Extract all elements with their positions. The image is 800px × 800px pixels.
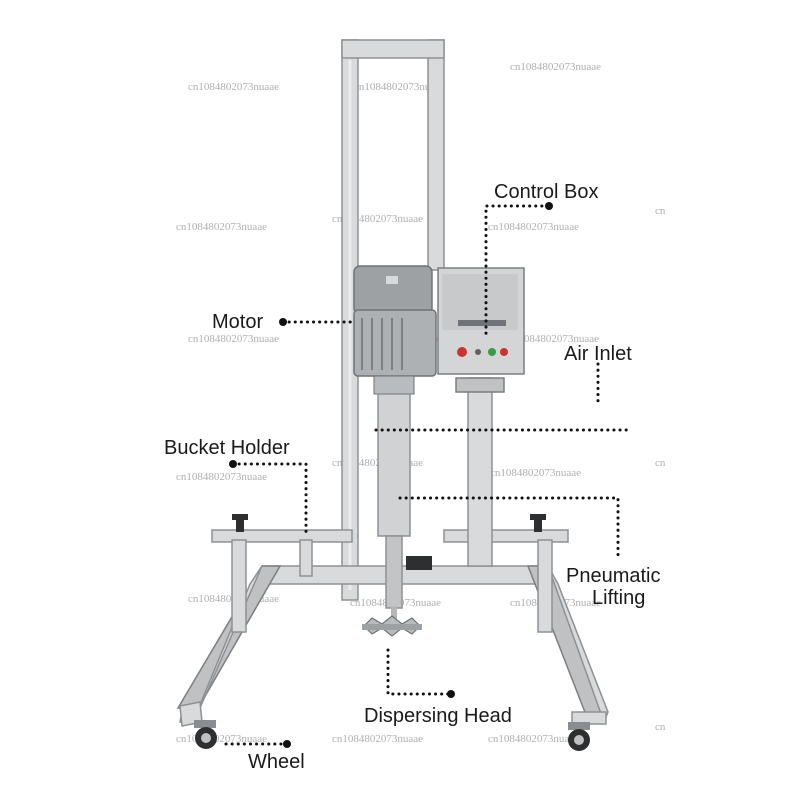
pneumatic-cylinder	[406, 377, 505, 570]
leader-bucket-holder	[231, 462, 308, 534]
start-button-icon	[488, 348, 496, 356]
wheel-right	[568, 722, 590, 751]
watermarks: cn1084802073nuaae cn1084802073nuaae cn10…	[176, 61, 666, 745]
watermark-text: cn1084802073nuaae	[176, 221, 267, 233]
watermark-text-partial: cn	[655, 721, 666, 733]
dispersing-head-disc	[362, 615, 422, 637]
leader-dot-control-box	[545, 202, 553, 210]
stop-button-icon	[457, 347, 467, 357]
watermark-text: cn1084802073nuaae	[510, 61, 601, 73]
watermark-text: cn1084802073nuaae	[176, 471, 267, 483]
leader-dispersing-head	[386, 648, 452, 696]
leader-dot-dispersing-head	[447, 690, 455, 698]
label-air-inlet: Air Inlet	[564, 343, 632, 365]
label-wheel: Wheel	[248, 751, 305, 773]
watermark-text: cn1084802073nuaae	[490, 467, 581, 479]
leader-dot-wheel	[283, 740, 291, 748]
label-motor: Motor	[212, 311, 263, 333]
leader-lines	[224, 202, 630, 748]
label-pneumatic-line1: Pneumatic	[566, 565, 661, 587]
watermark-text: cn1084802073nuaae	[188, 81, 279, 93]
label-pneumatic-line2: Lifting	[592, 587, 645, 609]
watermark-text: cn1084802073nuaae	[488, 221, 579, 233]
leader-dot-motor	[279, 318, 287, 326]
part-labels: Control Box Motor Air Inlet Bucket Holde…	[164, 181, 661, 773]
watermark-text: cn1084802073nuaae	[354, 81, 445, 93]
emergency-button-icon	[500, 348, 508, 356]
watermark-text: cn1084802073nuaae	[176, 733, 267, 745]
mast-frame	[341, 39, 445, 601]
watermark-text: cn1084802073nuaae	[488, 733, 579, 745]
label-dispersing-head: Dispersing Head	[364, 705, 512, 727]
mixer-machine	[176, 39, 609, 751]
control-box	[437, 267, 525, 375]
leader-control-box	[484, 204, 550, 336]
motor	[353, 265, 437, 395]
watermark-text: cn1084802073nuaae	[332, 733, 423, 745]
watermark-text-partial: cn	[655, 457, 666, 469]
bucket-holder-arms	[211, 514, 569, 633]
label-bucket-holder: Bucket Holder	[164, 437, 290, 459]
wheel-left	[194, 720, 217, 749]
dispersing-shaft	[377, 393, 411, 622]
watermark-text: cn1084802073nuaae	[188, 333, 279, 345]
watermark-text-partial: cn	[655, 205, 666, 217]
label-control-box: Control Box	[494, 181, 599, 203]
leader-pneumatic-lifting	[398, 496, 620, 562]
leader-dot-bucket-holder	[229, 460, 237, 468]
watermark-text: cn1084802073nuaae	[508, 333, 599, 345]
